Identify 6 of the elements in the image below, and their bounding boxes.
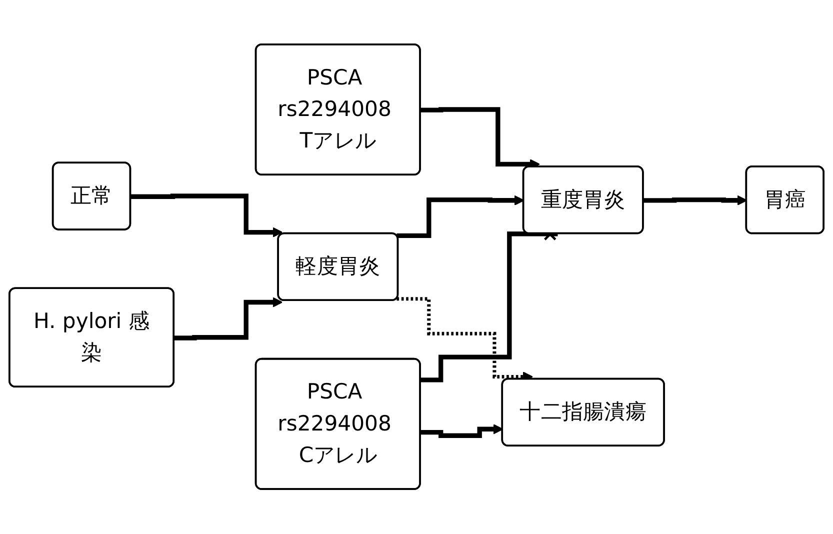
arrow (130, 194, 283, 238)
arrow (174, 297, 283, 341)
flowchart-diagram: H. pylori 感染 PSCA rs2294008 Tアレル 正常 軽度胃炎 重度胃炎 胃癌 PSCA rs2294008 Cアレル 十二指腸潰瘍 (0, 35, 833, 499)
arrow (420, 424, 504, 438)
arrow (396, 196, 524, 238)
arrow (644, 195, 748, 206)
